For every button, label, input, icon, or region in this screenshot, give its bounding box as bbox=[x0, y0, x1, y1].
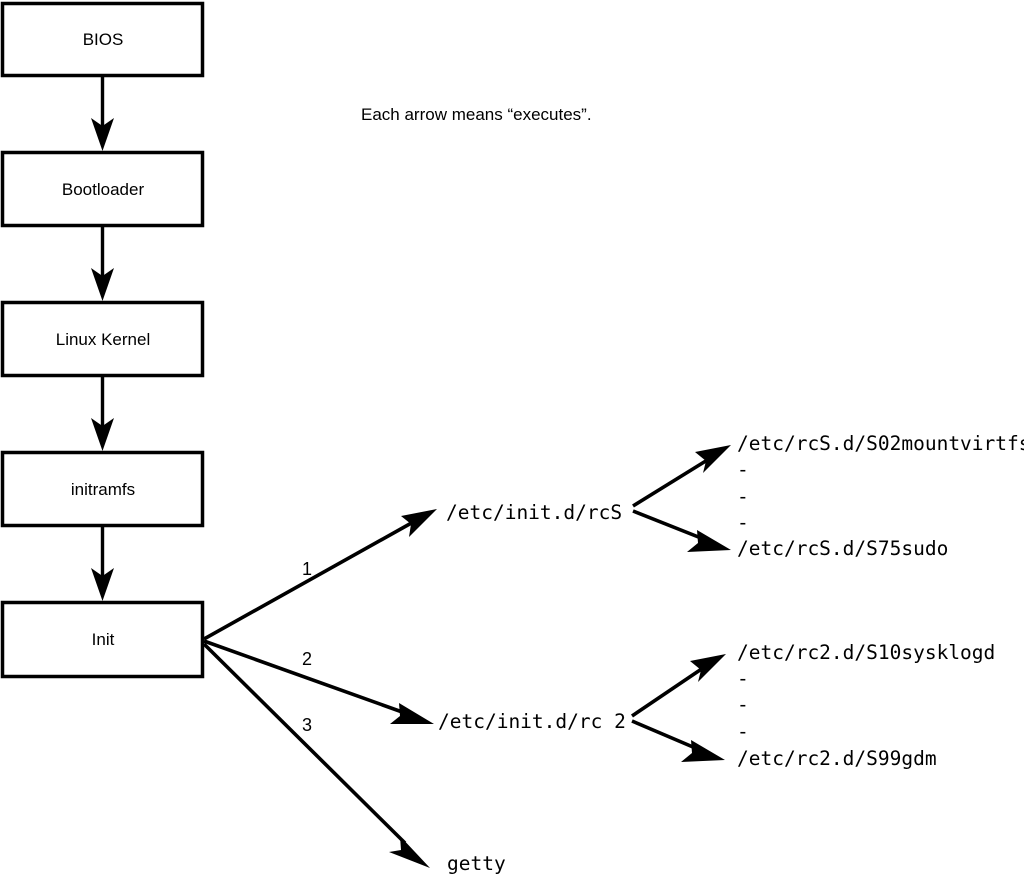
edge-rcs-to-s02mountvirtfs bbox=[632, 445, 731, 508]
node-bootloader-rect[interactable] bbox=[0, 150, 205, 228]
arrow-kernel-to-initramfs bbox=[91, 376, 114, 451]
node-initramfs-label: initramfs bbox=[71, 480, 135, 499]
chain-arrows-group bbox=[91, 76, 114, 601]
rc2-ellipsis-dash-1: - bbox=[737, 667, 749, 690]
edge-label-1: 1 bbox=[302, 559, 312, 579]
node-linux-kernel-rect[interactable] bbox=[0, 300, 205, 378]
edge-label-2: 2 bbox=[302, 649, 312, 669]
node-bootloader-label: Bootloader bbox=[62, 180, 145, 199]
edge-rc2-to-s10sysklogd bbox=[630, 654, 726, 718]
edge-init-to-getty: 3 bbox=[202, 642, 430, 868]
edge-rcs-to-s75sudo bbox=[632, 509, 731, 552]
label-rcs-child-last: /etc/rcS.d/S75sudo bbox=[737, 537, 948, 560]
arrow-initramfs-to-init bbox=[91, 526, 114, 601]
edge-init-to-rcs: 1 bbox=[203, 509, 437, 641]
label-rc2-child-first: /etc/rc2.d/S10sysklogd bbox=[737, 641, 995, 664]
node-linux-kernel[interactable]: Linux Kernel bbox=[0, 300, 205, 378]
edge-rc2-to-s99gdm bbox=[631, 719, 725, 762]
boot-chain-group: BIOS Bootloader Linux Kernel initramfs I… bbox=[0, 1, 205, 679]
node-bootloader[interactable]: Bootloader bbox=[0, 150, 205, 228]
node-init[interactable]: Init bbox=[0, 600, 205, 679]
init-fanout-group: 1 2 3 /etc/init.d/rcS /etc/init.d/rc 2 g… bbox=[202, 501, 626, 875]
arrow-bios-to-bootloader bbox=[91, 76, 114, 151]
rc2-children-group: /etc/rc2.d/S10sysklogd - - - /etc/rc2.d/… bbox=[630, 641, 995, 770]
node-init-label: Init bbox=[92, 630, 115, 649]
label-etc-init-d-rc2: /etc/init.d/rc 2 bbox=[438, 710, 626, 733]
node-bios-rect[interactable] bbox=[0, 1, 205, 78]
node-init-rect[interactable] bbox=[0, 600, 205, 679]
rc2-ellipsis-dash-3: - bbox=[737, 720, 749, 743]
label-rcs-child-first: /etc/rcS.d/S02mountvirtfs bbox=[737, 432, 1024, 455]
rcs-ellipsis-dash-3: - bbox=[737, 511, 749, 534]
node-initramfs[interactable]: initramfs bbox=[0, 450, 205, 528]
label-getty: getty bbox=[447, 852, 506, 875]
edge-init-to-rc2: 2 bbox=[203, 639, 434, 724]
label-etc-init-d-rcs: /etc/init.d/rcS bbox=[446, 501, 622, 524]
node-bios[interactable]: BIOS bbox=[0, 1, 205, 78]
node-linux-kernel-label: Linux Kernel bbox=[56, 330, 151, 349]
diagram-caption: Each arrow means “executes”. bbox=[361, 105, 592, 124]
rcs-ellipsis-dash-1: - bbox=[737, 458, 749, 481]
edge-label-3: 3 bbox=[302, 715, 312, 735]
rc2-ellipsis-dash-2: - bbox=[737, 693, 749, 716]
arrow-bootloader-to-kernel bbox=[91, 226, 114, 301]
rcs-ellipsis-dash-2: - bbox=[737, 485, 749, 508]
label-rc2-child-last: /etc/rc2.d/S99gdm bbox=[737, 747, 937, 770]
rcs-children-group: /etc/rcS.d/S02mountvirtfs - - - /etc/rcS… bbox=[632, 432, 1024, 560]
node-initramfs-rect[interactable] bbox=[0, 450, 205, 528]
node-bios-label: BIOS bbox=[83, 30, 124, 49]
